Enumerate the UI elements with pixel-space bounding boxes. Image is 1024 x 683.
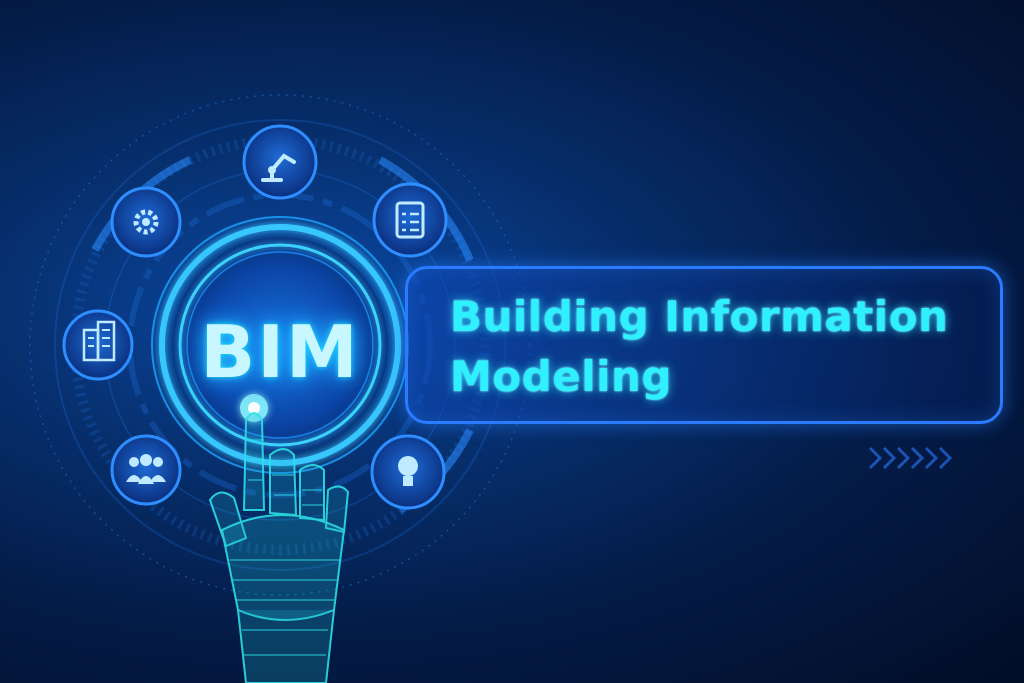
bim-label[interactable]: BIM [200, 310, 360, 394]
title-line-1: Building Information [450, 292, 949, 341]
lightbulb-icon[interactable] [370, 434, 446, 510]
robotic-hand [208, 412, 350, 683]
buildings-icon[interactable] [62, 309, 134, 381]
touch-glow [240, 394, 268, 422]
clipboard-checklist-icon[interactable] [372, 182, 448, 258]
title-line-2: Modeling [450, 352, 672, 401]
gear-icon[interactable] [110, 186, 182, 258]
team-icon[interactable] [110, 434, 182, 506]
chevron-decoration [868, 446, 953, 470]
title-panel [405, 266, 1003, 424]
bim-hub[interactable] [151, 216, 409, 474]
robot-arm-icon[interactable] [242, 124, 318, 200]
